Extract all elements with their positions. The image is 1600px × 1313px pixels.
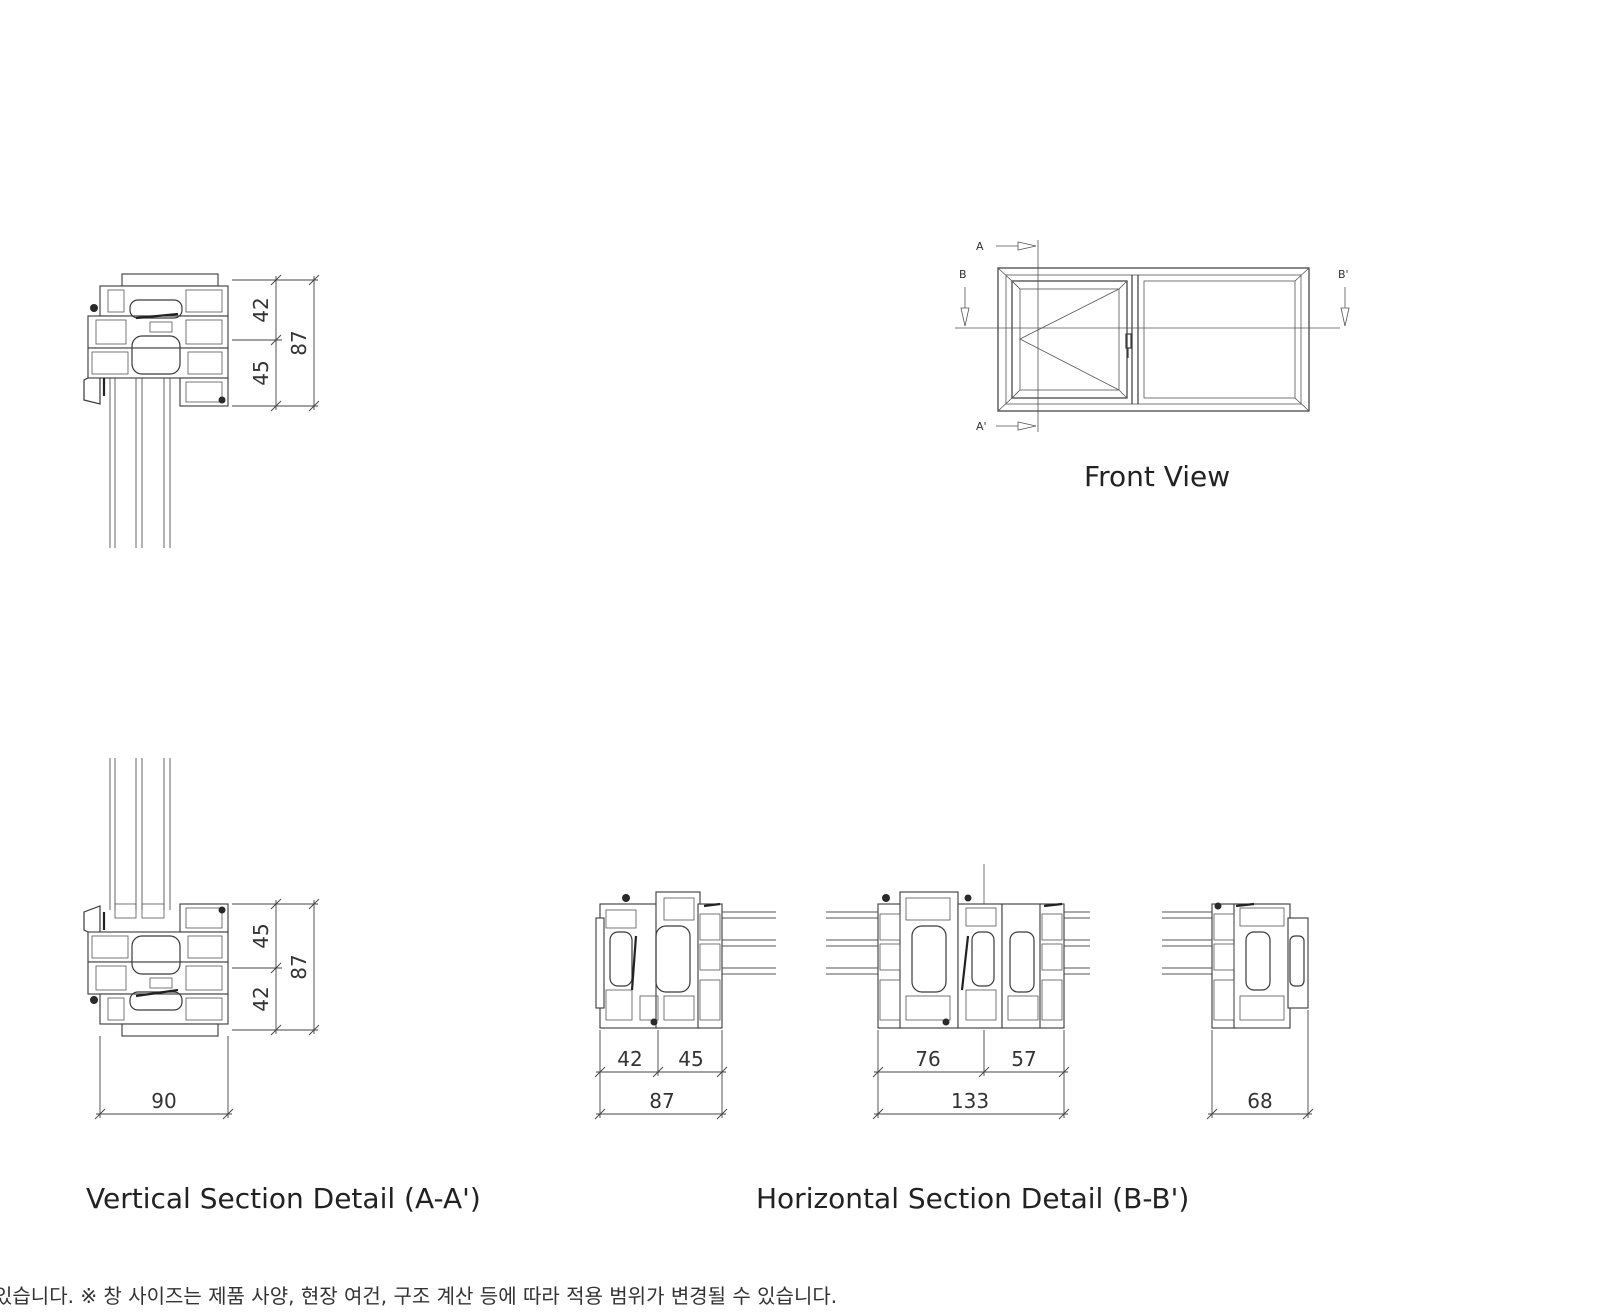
marker-a: A: [976, 240, 984, 253]
dim-hl-left: 42: [617, 1047, 642, 1071]
horizontal-section-caption: Horizontal Section Detail (B-B'): [756, 1182, 1190, 1215]
horizontal-section-middle: 76 57 133: [826, 864, 1090, 1120]
dim-vt-lower: 45: [249, 360, 273, 385]
dim-vt-total: 87: [287, 330, 311, 355]
marker-b-prime: B': [1338, 268, 1349, 281]
dim-vb-lower: 42: [249, 986, 273, 1011]
horizontal-section-right: 68: [1162, 902, 1314, 1120]
horizontal-section-left: 42 45 87: [594, 891, 776, 1120]
vertical-section-caption: Vertical Section Detail (A-A'): [86, 1182, 481, 1215]
marker-a-prime: A': [976, 420, 987, 433]
footnote: 있습니다. ※ 창 사이즈는 제품 사양, 현장 여건, 구조 계산 등에 따라…: [0, 1284, 838, 1308]
vertical-section-bottom: 45 42 87 90: [83, 758, 320, 1120]
front-view-drawing: A A' B B': [955, 240, 1350, 433]
dim-hm-right: 57: [1011, 1047, 1036, 1071]
dim-hr-width: 68: [1247, 1089, 1272, 1113]
dim-hm-left: 76: [915, 1047, 940, 1071]
vertical-section-top: 42 45 87: [83, 273, 320, 548]
dim-hl-total: 87: [649, 1089, 674, 1113]
dim-vt-upper: 42: [249, 297, 273, 322]
front-view-caption: Front View: [1084, 460, 1231, 493]
marker-b: B: [959, 268, 967, 281]
dim-vb-upper: 45: [249, 923, 273, 948]
dim-hl-right: 45: [678, 1047, 703, 1071]
dim-vb-total: 87: [287, 954, 311, 979]
dim-vb-width: 90: [151, 1089, 176, 1113]
dim-hm-total: 133: [951, 1089, 989, 1113]
